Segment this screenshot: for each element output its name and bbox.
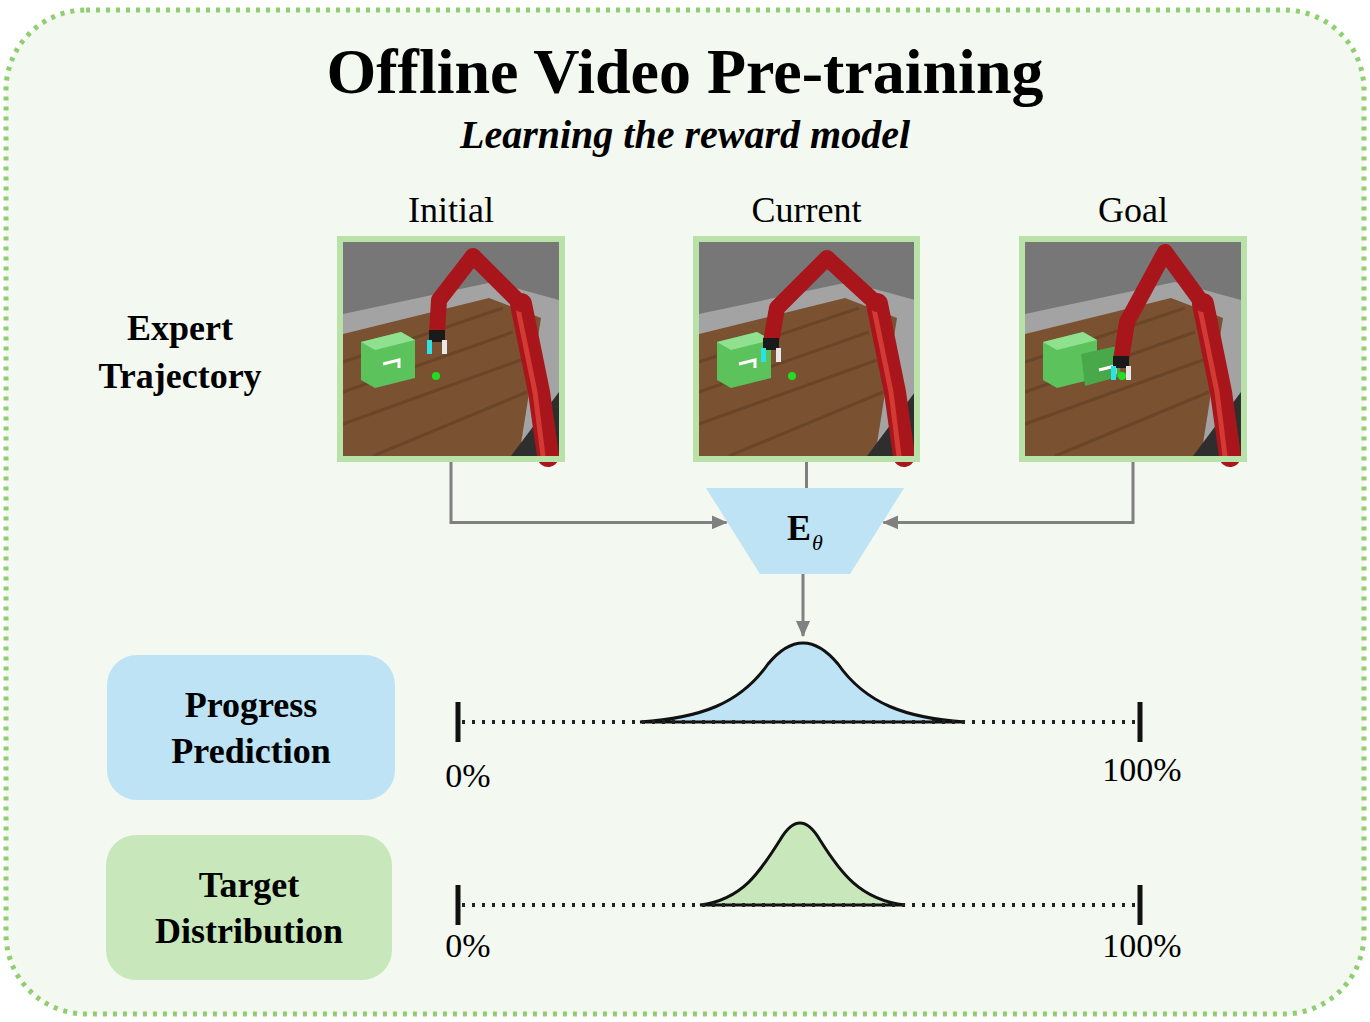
drawer (361, 332, 415, 388)
image-border (337, 236, 565, 462)
robot-scene (1025, 242, 1241, 456)
drawer (1043, 332, 1121, 388)
image-frame: Goal (1019, 188, 1247, 462)
image-heading: Initial (337, 188, 565, 234)
image-heading: Goal (1019, 188, 1247, 234)
target-axis (458, 823, 1140, 925)
subtitle: Learning the reward model (0, 110, 1370, 160)
connector (883, 462, 1133, 522)
connector (451, 462, 727, 522)
dashed-frame (6, 10, 1364, 1014)
encoder-label: Eθ (706, 488, 904, 574)
image-border (1019, 236, 1247, 462)
robot-scene (343, 242, 559, 456)
diagram-title: Offline Video Pre-training (0, 34, 1370, 110)
drawer (717, 332, 771, 388)
progress-axis (458, 643, 1140, 742)
row-label: Expert Trajectory (60, 304, 300, 400)
image-heading: Current (693, 188, 920, 234)
image-border (693, 236, 920, 462)
axis-label: 100% (1082, 750, 1202, 790)
axis-label: 0% (418, 926, 518, 966)
robot-scene (699, 242, 915, 456)
box-label: Target Distribution (126, 862, 372, 954)
image-frame: Initial (337, 188, 565, 462)
image-frame: Current (693, 188, 920, 462)
output-arrow (802, 574, 805, 636)
axis-label: 0% (418, 756, 518, 796)
axis-label: 100% (1082, 926, 1202, 966)
connector (805, 462, 808, 488)
encoder-symbol: E (787, 508, 811, 548)
encoder-subscript: θ (812, 532, 823, 554)
encoder-trapezoid: Eθ (706, 488, 904, 574)
rounded-box: Progress Prediction (107, 655, 395, 800)
trapezoid-fill (706, 488, 904, 574)
rounded-box: Target Distribution (106, 835, 392, 980)
box-label: Progress Prediction (127, 682, 375, 774)
